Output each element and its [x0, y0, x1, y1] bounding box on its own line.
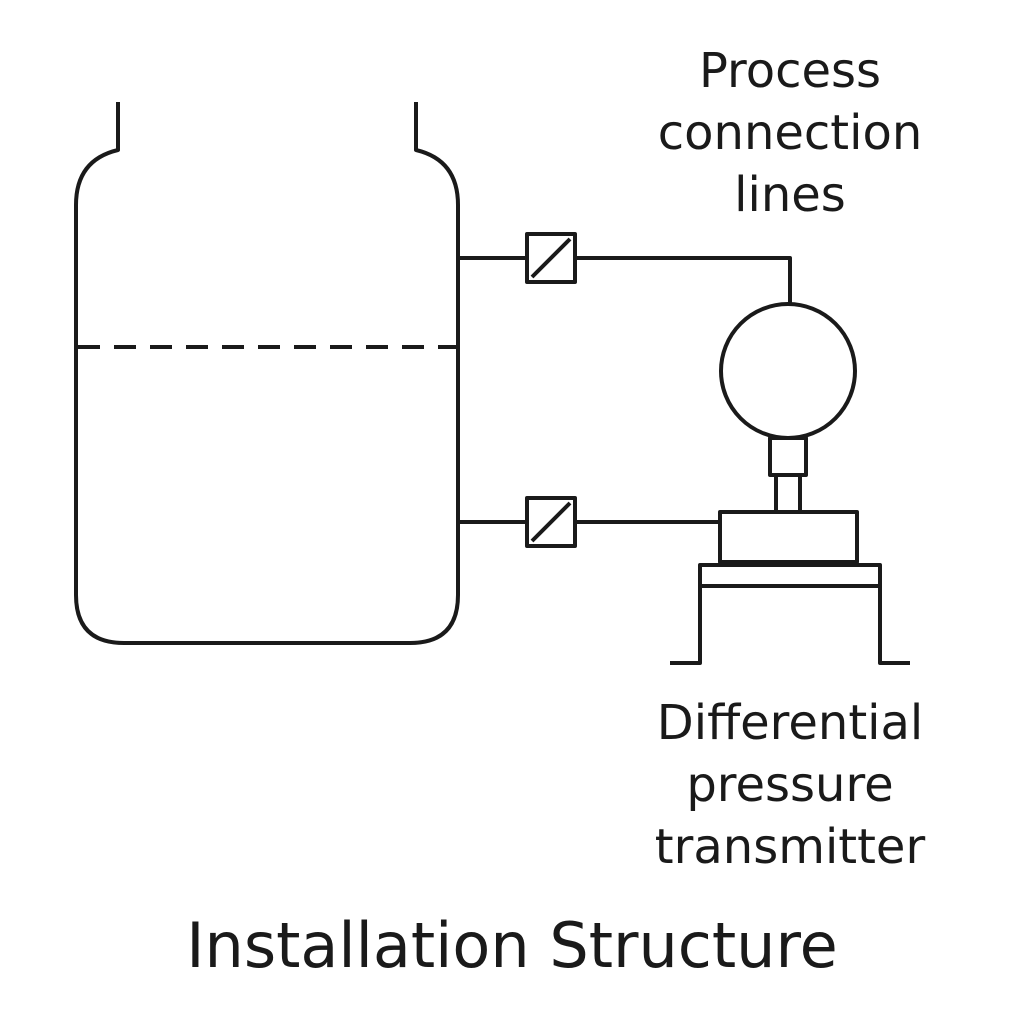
label-line: transmitter: [654, 819, 926, 875]
upper-valve: [525, 232, 577, 284]
pressure-gauge: [719, 302, 857, 440]
lower-valve: [525, 496, 577, 548]
label-line: connection: [657, 105, 923, 161]
label-line: pressure: [686, 757, 894, 813]
transmitter-base: [698, 563, 882, 588]
label-line: lines: [734, 167, 846, 223]
upper-connection-line-right: [575, 256, 792, 304]
stand-left-leg: [670, 586, 702, 665]
transmitter-body: [718, 510, 859, 564]
gauge-stem: [768, 436, 808, 477]
label-line: Process: [698, 43, 882, 99]
label-line: Differential: [656, 695, 924, 751]
differential-pressure-transmitter-label: Differential pressure transmitter: [630, 692, 950, 878]
process-connection-lines-label: Process connection lines: [630, 40, 950, 226]
stand-right-leg: [878, 586, 910, 665]
diagram-title: Installation Structure: [186, 909, 838, 982]
tank-vessel: [74, 102, 460, 645]
